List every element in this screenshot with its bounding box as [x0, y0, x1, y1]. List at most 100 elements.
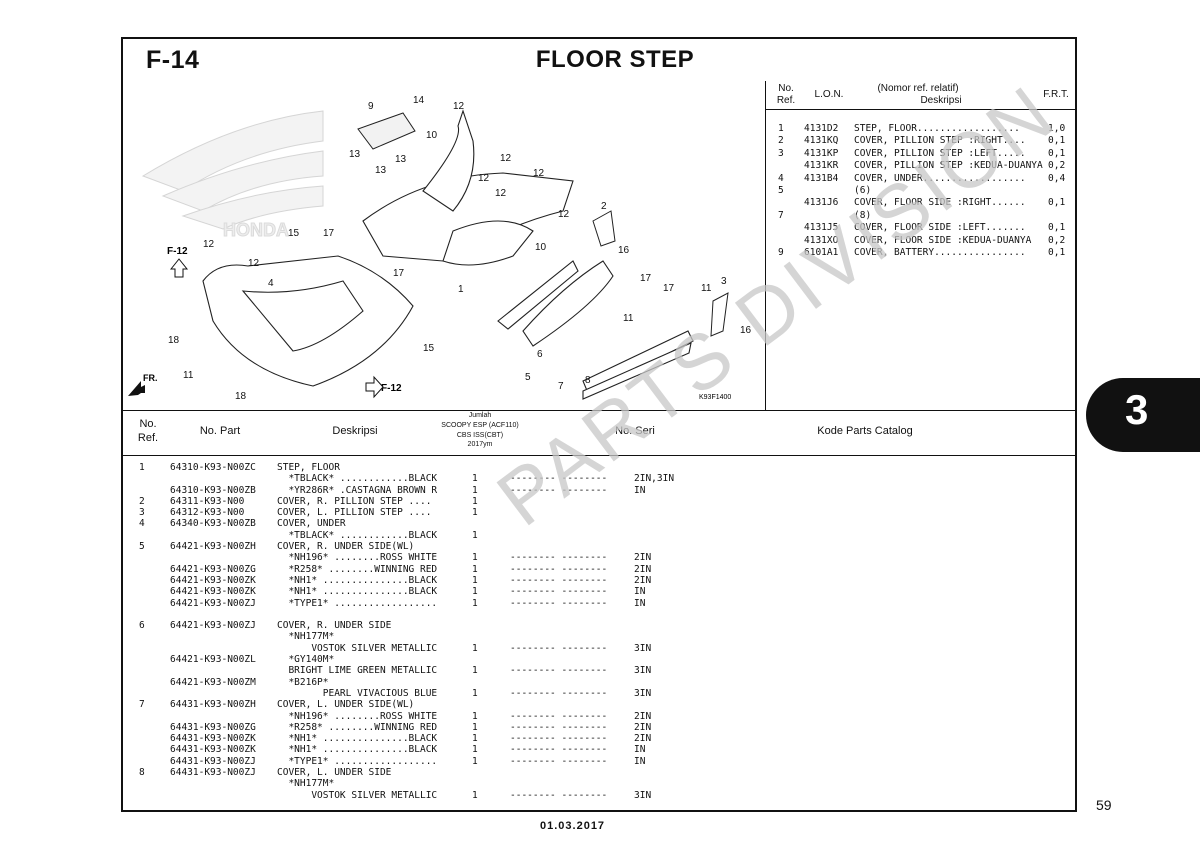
parts-cell-qty: 1 — [472, 552, 478, 564]
parts-cell-desc: COVER, L. UNDER SIDE(WL) — [277, 699, 415, 711]
parts-header-seri: No. Seri — [615, 425, 655, 437]
parts-cell-seri: -------- -------- — [510, 563, 608, 575]
under-cover-part — [202, 255, 414, 387]
front-direction-label: FR. — [143, 373, 158, 383]
parts-cell-qty: 1 — [472, 529, 478, 541]
honda-wing-logo: HONDA — [141, 110, 324, 241]
parts-cell-desc: *NH1* ...............BLACK — [277, 744, 438, 756]
parts-cell-code: 3IN — [634, 687, 652, 699]
parts-cell-desc: *NH177M* — [277, 631, 335, 643]
header-divider — [123, 455, 1075, 456]
lon-cell-no: 4 — [778, 172, 784, 184]
parts-cell-seri: -------- -------- — [510, 733, 608, 745]
parts-cell-qty: 1 — [472, 744, 478, 756]
lon-cell-frt: 0,2 — [1048, 234, 1066, 246]
parts-cell-qty: 1 — [472, 597, 478, 609]
table-row: 64421-K93-N00ZG *R258* ........WINNING R… — [133, 564, 1053, 575]
lon-cell-frt: 0,1 — [1048, 197, 1066, 209]
callout-label-12: 12 — [203, 239, 215, 250]
lon-cell-desc: COVER, PILLION STEP :RIGHT.... — [854, 135, 1026, 147]
f12-ref-left: F-12 — [167, 246, 188, 257]
parts-cell-desc: *TBLACK* ............BLACK — [277, 473, 438, 485]
svg-text:HONDA: HONDA — [223, 220, 289, 240]
lon-cell-lon: 4131D2 — [804, 123, 839, 134]
parts-cell-desc: COVER, UNDER — [277, 518, 346, 530]
pillion-step-cover-left — [710, 292, 729, 337]
parts-cell-seri: -------- -------- — [510, 586, 608, 598]
callout-label-12: 12 — [453, 101, 465, 112]
parts-cell-part: 64421-K93-N00ZK — [170, 586, 256, 598]
parts-cell-desc: *TBLACK* ............BLACK — [277, 529, 438, 541]
lon-cell-frt: 1,0 — [1048, 123, 1066, 134]
callout-label-10: 10 — [426, 130, 438, 141]
parts-cell-ref: 7 — [139, 699, 145, 711]
callout-label-12: 12 — [533, 168, 545, 179]
callout-label-8: 8 — [585, 375, 591, 386]
parts-cell-qty: 1 — [472, 507, 478, 519]
parts-cell-seri: -------- -------- — [510, 484, 608, 496]
callout-label-18: 18 — [168, 335, 180, 346]
callout-label-18: 18 — [235, 391, 247, 402]
parts-cell-ref: 2 — [139, 495, 145, 507]
parts-cell-desc: COVER, R. UNDER SIDE — [277, 620, 392, 632]
parts-header-cbs: CBS ISS(CBT) — [456, 432, 504, 439]
parts-cell-code: 2IN — [634, 721, 652, 733]
parts-cell-qty: 1 — [472, 733, 478, 745]
parts-cell-qty: 1 — [472, 665, 478, 677]
parts-cell-qty: 1 — [472, 574, 478, 586]
table-row: *NH177M* — [133, 631, 1053, 642]
page-title: FLOOR STEP — [535, 46, 695, 73]
parts-cell-desc: STEP, FLOOR — [277, 462, 340, 473]
callout-label-15: 15 — [288, 228, 300, 239]
parts-cell-desc: *R258* ........WINNING RED — [277, 721, 438, 733]
floor-step-part — [362, 109, 574, 266]
lon-cell-desc: (8) — [854, 209, 872, 221]
parts-cell-part: 64431-K93-N00ZJ — [170, 755, 256, 767]
parts-cell-part: 64431-K93-N00ZK — [170, 744, 256, 756]
parts-cell-part: 64421-K93-N00ZJ — [170, 597, 256, 609]
parts-cell-part: 64421-K93-N00ZH — [170, 541, 256, 553]
parts-cell-code: 2IN — [634, 574, 652, 586]
table-row: 64421-K93-N00ZJ *TYPE1* ................… — [133, 598, 1053, 609]
parts-cell-code: IN — [634, 755, 646, 767]
parts-cell-part: 64431-K93-N00ZJ — [170, 767, 256, 779]
page-frame — [121, 37, 1077, 812]
callout-label-17: 17 — [663, 283, 675, 294]
parts-cell-seri: -------- -------- — [510, 744, 608, 756]
parts-cell-code: IN — [634, 484, 646, 496]
parts-cell-qty: 1 — [472, 484, 478, 496]
callout-label-11: 11 — [183, 370, 194, 381]
parts-cell-qty: 1 — [472, 789, 478, 801]
lon-cell-lon: 4131KQ — [804, 135, 839, 147]
page-number: 59 — [1096, 797, 1112, 813]
callout-label-15: 15 — [423, 343, 435, 354]
lon-header-lon: L.O.N. — [814, 89, 844, 100]
callout-label-11: 11 — [623, 313, 634, 324]
parts-cell-code: 2IN — [634, 733, 652, 745]
lon-cell-desc: (6) — [854, 184, 872, 196]
parts-header-catalog: Kode Parts Catalog — [817, 425, 913, 437]
parts-cell-qty: 1 — [472, 586, 478, 598]
lon-cell-lon: 4131XO — [804, 234, 839, 246]
callout-label-1: 1 — [458, 284, 464, 295]
parts-cell-seri: -------- -------- — [510, 552, 608, 564]
parts-cell-seri: -------- -------- — [510, 789, 608, 801]
parts-cell-desc: *YR286R* .CASTAGNA BROWN R — [277, 484, 438, 496]
parts-cell-part: 64340-K93-N00ZB — [170, 518, 256, 530]
table-row: 64431-K93-N00ZK *NH1* ...............BLA… — [133, 733, 1053, 744]
lon-cell-no: 7 — [778, 209, 784, 221]
parts-cell-part: 64421-K93-N00ZJ — [170, 620, 256, 632]
callout-label-17: 17 — [323, 228, 335, 239]
